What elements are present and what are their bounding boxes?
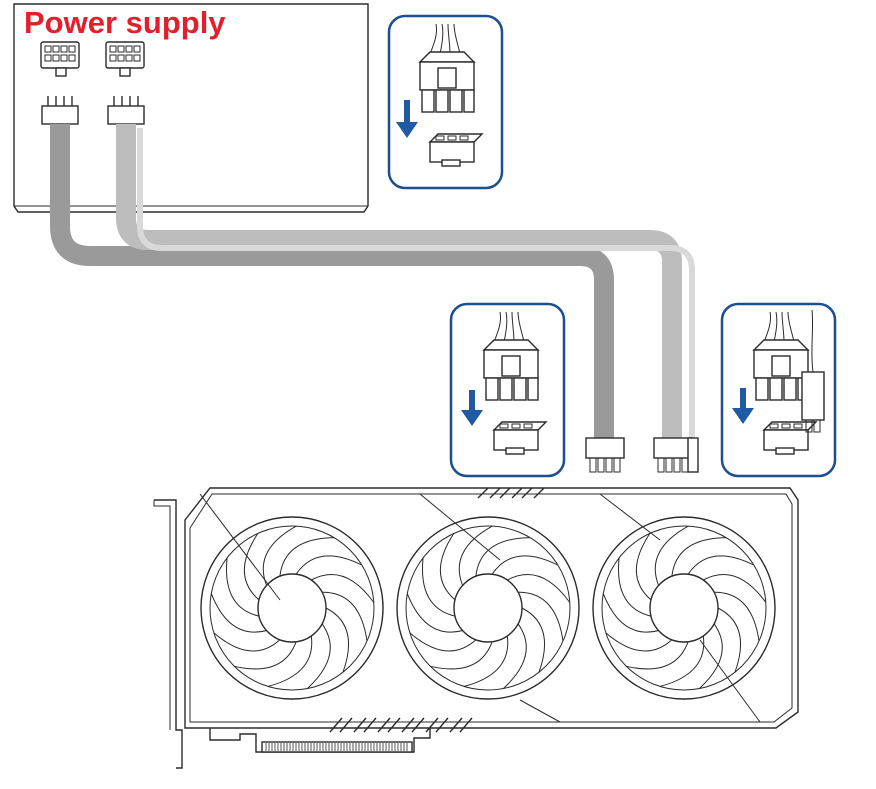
gpu-plug-sense <box>687 437 699 473</box>
pcie-connector <box>261 741 413 753</box>
psu-plug-left <box>41 95 79 125</box>
cable-b <box>116 124 682 440</box>
psu-socket-right <box>105 41 145 77</box>
psu-socket-left <box>40 41 80 77</box>
fan-icon <box>200 516 384 700</box>
callout-gpu-left <box>449 302 566 478</box>
callout-psu <box>387 14 504 190</box>
callout-gpu-right <box>720 302 837 478</box>
graphics-card <box>153 487 799 769</box>
cable-c <box>137 128 695 440</box>
power-cables <box>50 124 695 440</box>
cable-a <box>50 124 614 440</box>
fan-icon <box>592 516 776 700</box>
top-vents <box>477 487 545 499</box>
arrow-down-icon <box>461 390 483 426</box>
arrow-down-icon <box>732 388 754 424</box>
gpu-plug-2 <box>653 437 693 473</box>
gpu-plug-1 <box>585 437 625 473</box>
power-supply-unit <box>13 3 369 213</box>
bottom-vents <box>329 717 473 733</box>
arrow-down-icon <box>396 100 418 138</box>
psu-plug-right <box>107 95 145 125</box>
fan-icon <box>396 516 580 700</box>
power-supply-title: Power supply <box>24 5 226 40</box>
